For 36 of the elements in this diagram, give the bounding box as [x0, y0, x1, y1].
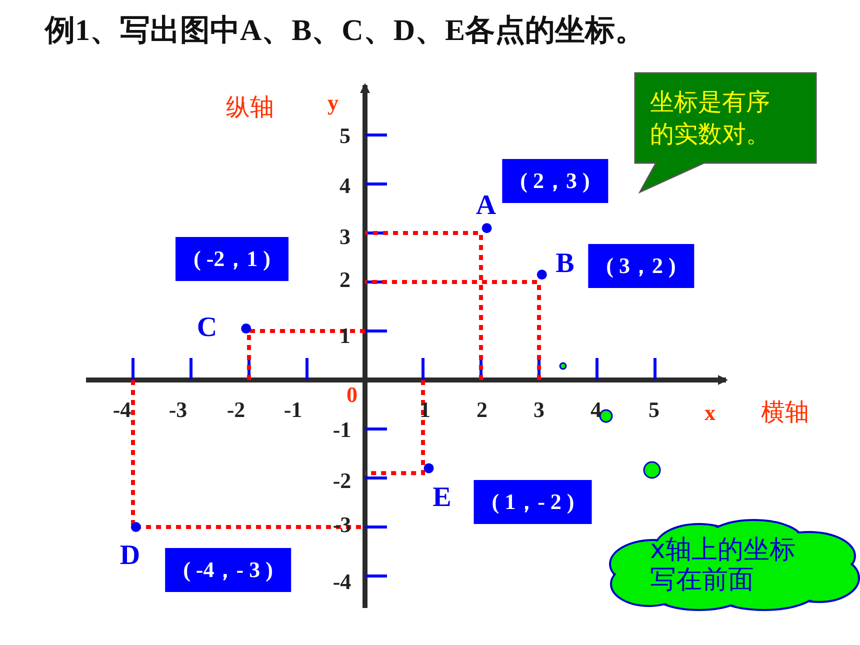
point-label: A — [476, 190, 496, 222]
point-label: C — [196, 312, 218, 344]
point-label: D — [120, 540, 140, 572]
tick-label: 5 — [340, 123, 350, 149]
cloud-text: x轴上的坐标写在前面 — [650, 536, 796, 596]
tick-label: 3 — [340, 224, 350, 250]
callout-text: 坐标是有序的实数对。 — [650, 87, 771, 150]
tick-label: -3 — [168, 397, 188, 423]
coordinate-tag: ( 1，- 2 ) — [474, 480, 592, 524]
axis-label: 0 — [346, 382, 358, 408]
tick-label: 5 — [648, 397, 660, 423]
tick-label: -4 — [112, 397, 132, 423]
tick-label: 1 — [340, 323, 350, 349]
tick-label: 1 — [420, 397, 430, 423]
tick-label: -1 — [332, 417, 352, 443]
axis-label: y — [328, 90, 338, 116]
tick-label: 4 — [340, 173, 350, 199]
coordinate-tag: ( 3，2 ) — [588, 244, 694, 288]
axis-label: x — [704, 400, 716, 426]
tick-label: -1 — [284, 397, 302, 423]
axis-title: 纵轴 — [226, 92, 274, 123]
tick-label: 2 — [476, 397, 488, 423]
tick-label: -2 — [332, 468, 352, 494]
tick-label: 2 — [340, 267, 350, 293]
tick-label: -4 — [332, 569, 352, 595]
tick-label: -2 — [226, 397, 246, 423]
tick-label: 3 — [534, 397, 544, 423]
point-label: E — [432, 482, 452, 514]
axis-title: 横轴 — [761, 397, 809, 428]
coordinate-tag: ( -4，- 3 ) — [165, 548, 291, 592]
tick-label: -3 — [332, 512, 352, 538]
point-label: B — [556, 248, 574, 280]
coordinate-tag: ( 2，3 ) — [502, 159, 608, 203]
coordinate-tag: ( -2，1 ) — [176, 237, 288, 281]
tick-label: 4 — [590, 397, 602, 423]
title: 例1、写出图中A、B、C、D、E各点的坐标。 — [45, 13, 646, 49]
